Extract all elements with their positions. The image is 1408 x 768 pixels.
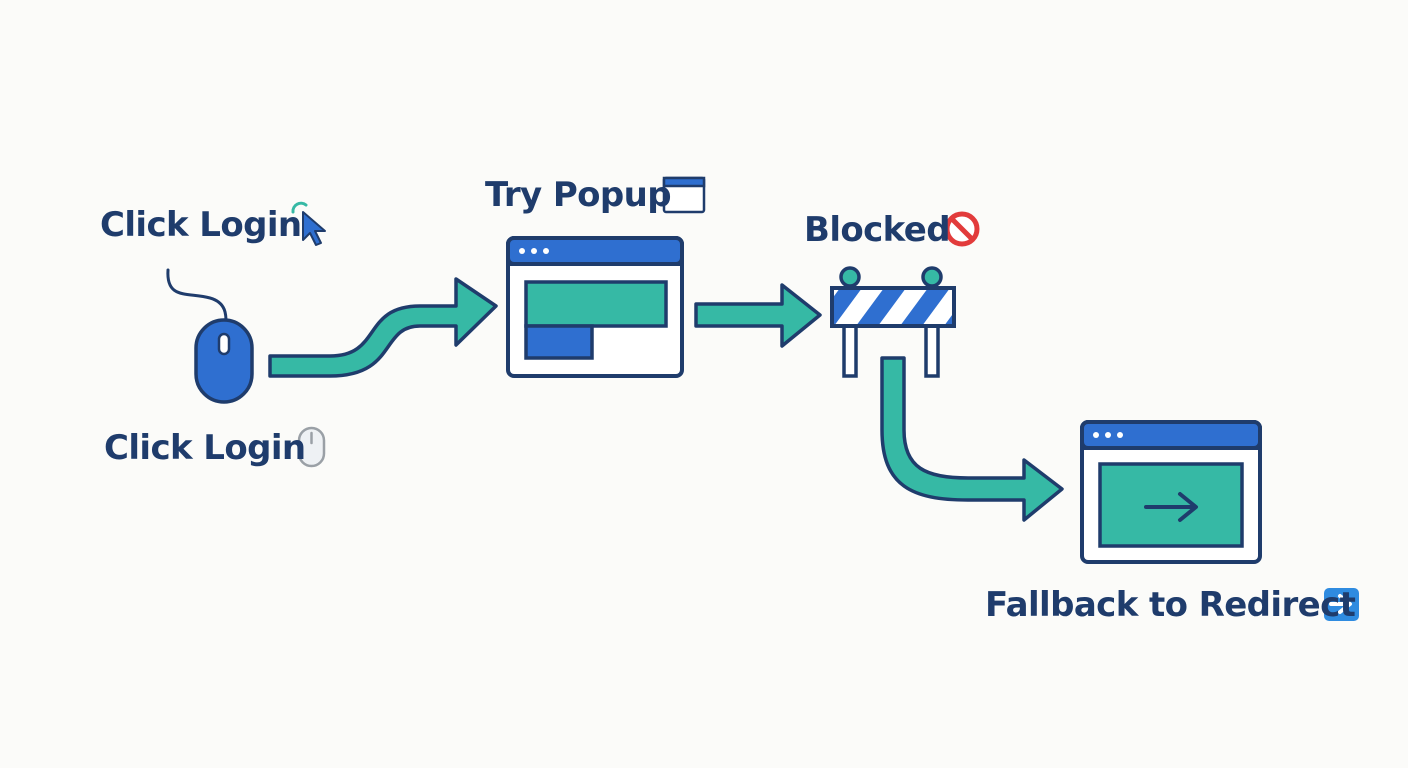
mouse-small-icon (297, 426, 326, 468)
cursor-icon (291, 201, 326, 246)
no-entry-icon (944, 211, 980, 247)
step-label-blocked: Blocked (804, 210, 951, 250)
step-label-try-popup: Try Popup (485, 175, 672, 215)
flow-arrow-to-popup (268, 277, 498, 378)
redirect-window (1080, 420, 1262, 564)
step-label-click-login-top: Click Login (100, 205, 302, 245)
flow-arrow-to-redirect (880, 356, 1064, 522)
mouse-icon (166, 268, 254, 404)
step-label-fallback: Fallback to Redirect (985, 585, 1356, 625)
window-small-icon (662, 176, 706, 214)
right-arrow-icon (1324, 588, 1359, 621)
flow-arrow-to-blocked (694, 283, 822, 348)
barrier-icon (830, 266, 956, 378)
popup-window (506, 236, 684, 378)
step-label-click-login-bottom: Click Login (104, 428, 306, 468)
